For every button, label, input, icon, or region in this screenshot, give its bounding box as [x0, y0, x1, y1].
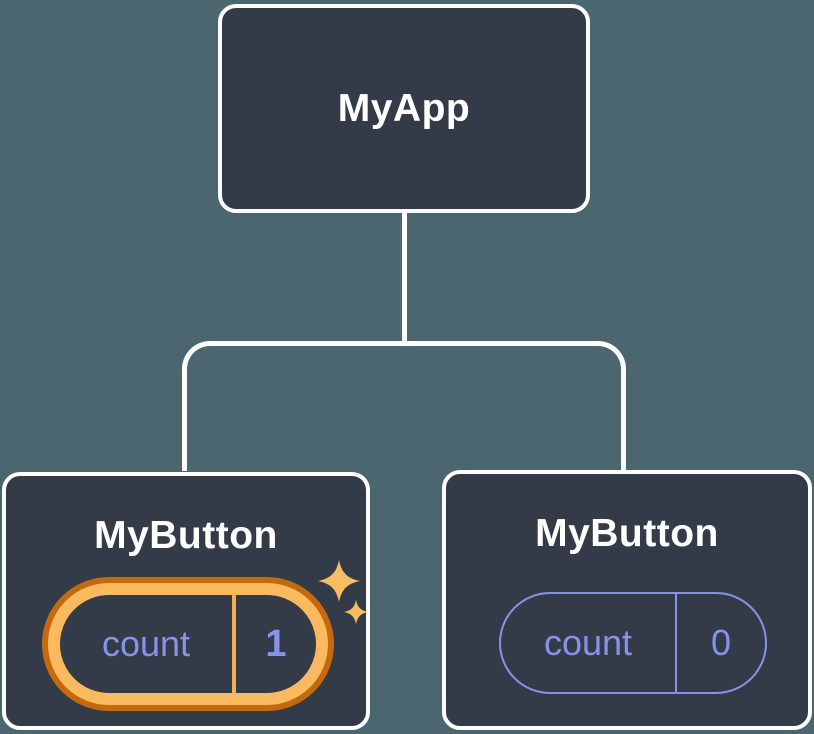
component-label: MyButton [535, 512, 719, 555]
state-value: 1 [265, 622, 287, 665]
component-node-root: MyApp [218, 4, 590, 213]
state-pill: count 0 [499, 592, 767, 694]
component-label: MyApp [337, 86, 471, 130]
component-node-child-left: MyButton count 1 [2, 472, 370, 730]
sparkle-icon-shape [318, 560, 360, 602]
pill-divider [675, 594, 677, 692]
pill-divider [232, 595, 236, 693]
state-key-label: count [101, 623, 191, 664]
sparkle-icon-shape [344, 600, 368, 624]
connector-branch [182, 341, 626, 471]
state-key-label: count [543, 622, 633, 663]
sparkle-icon [318, 560, 360, 602]
component-label: MyButton [94, 514, 278, 557]
state-pill-highlighted: count 1 [48, 583, 328, 705]
component-node-child-right: MyButton count 0 [442, 470, 812, 730]
connector-root-stem [402, 213, 407, 342]
state-value: 0 [710, 622, 732, 663]
sparkle-icon [344, 600, 368, 624]
